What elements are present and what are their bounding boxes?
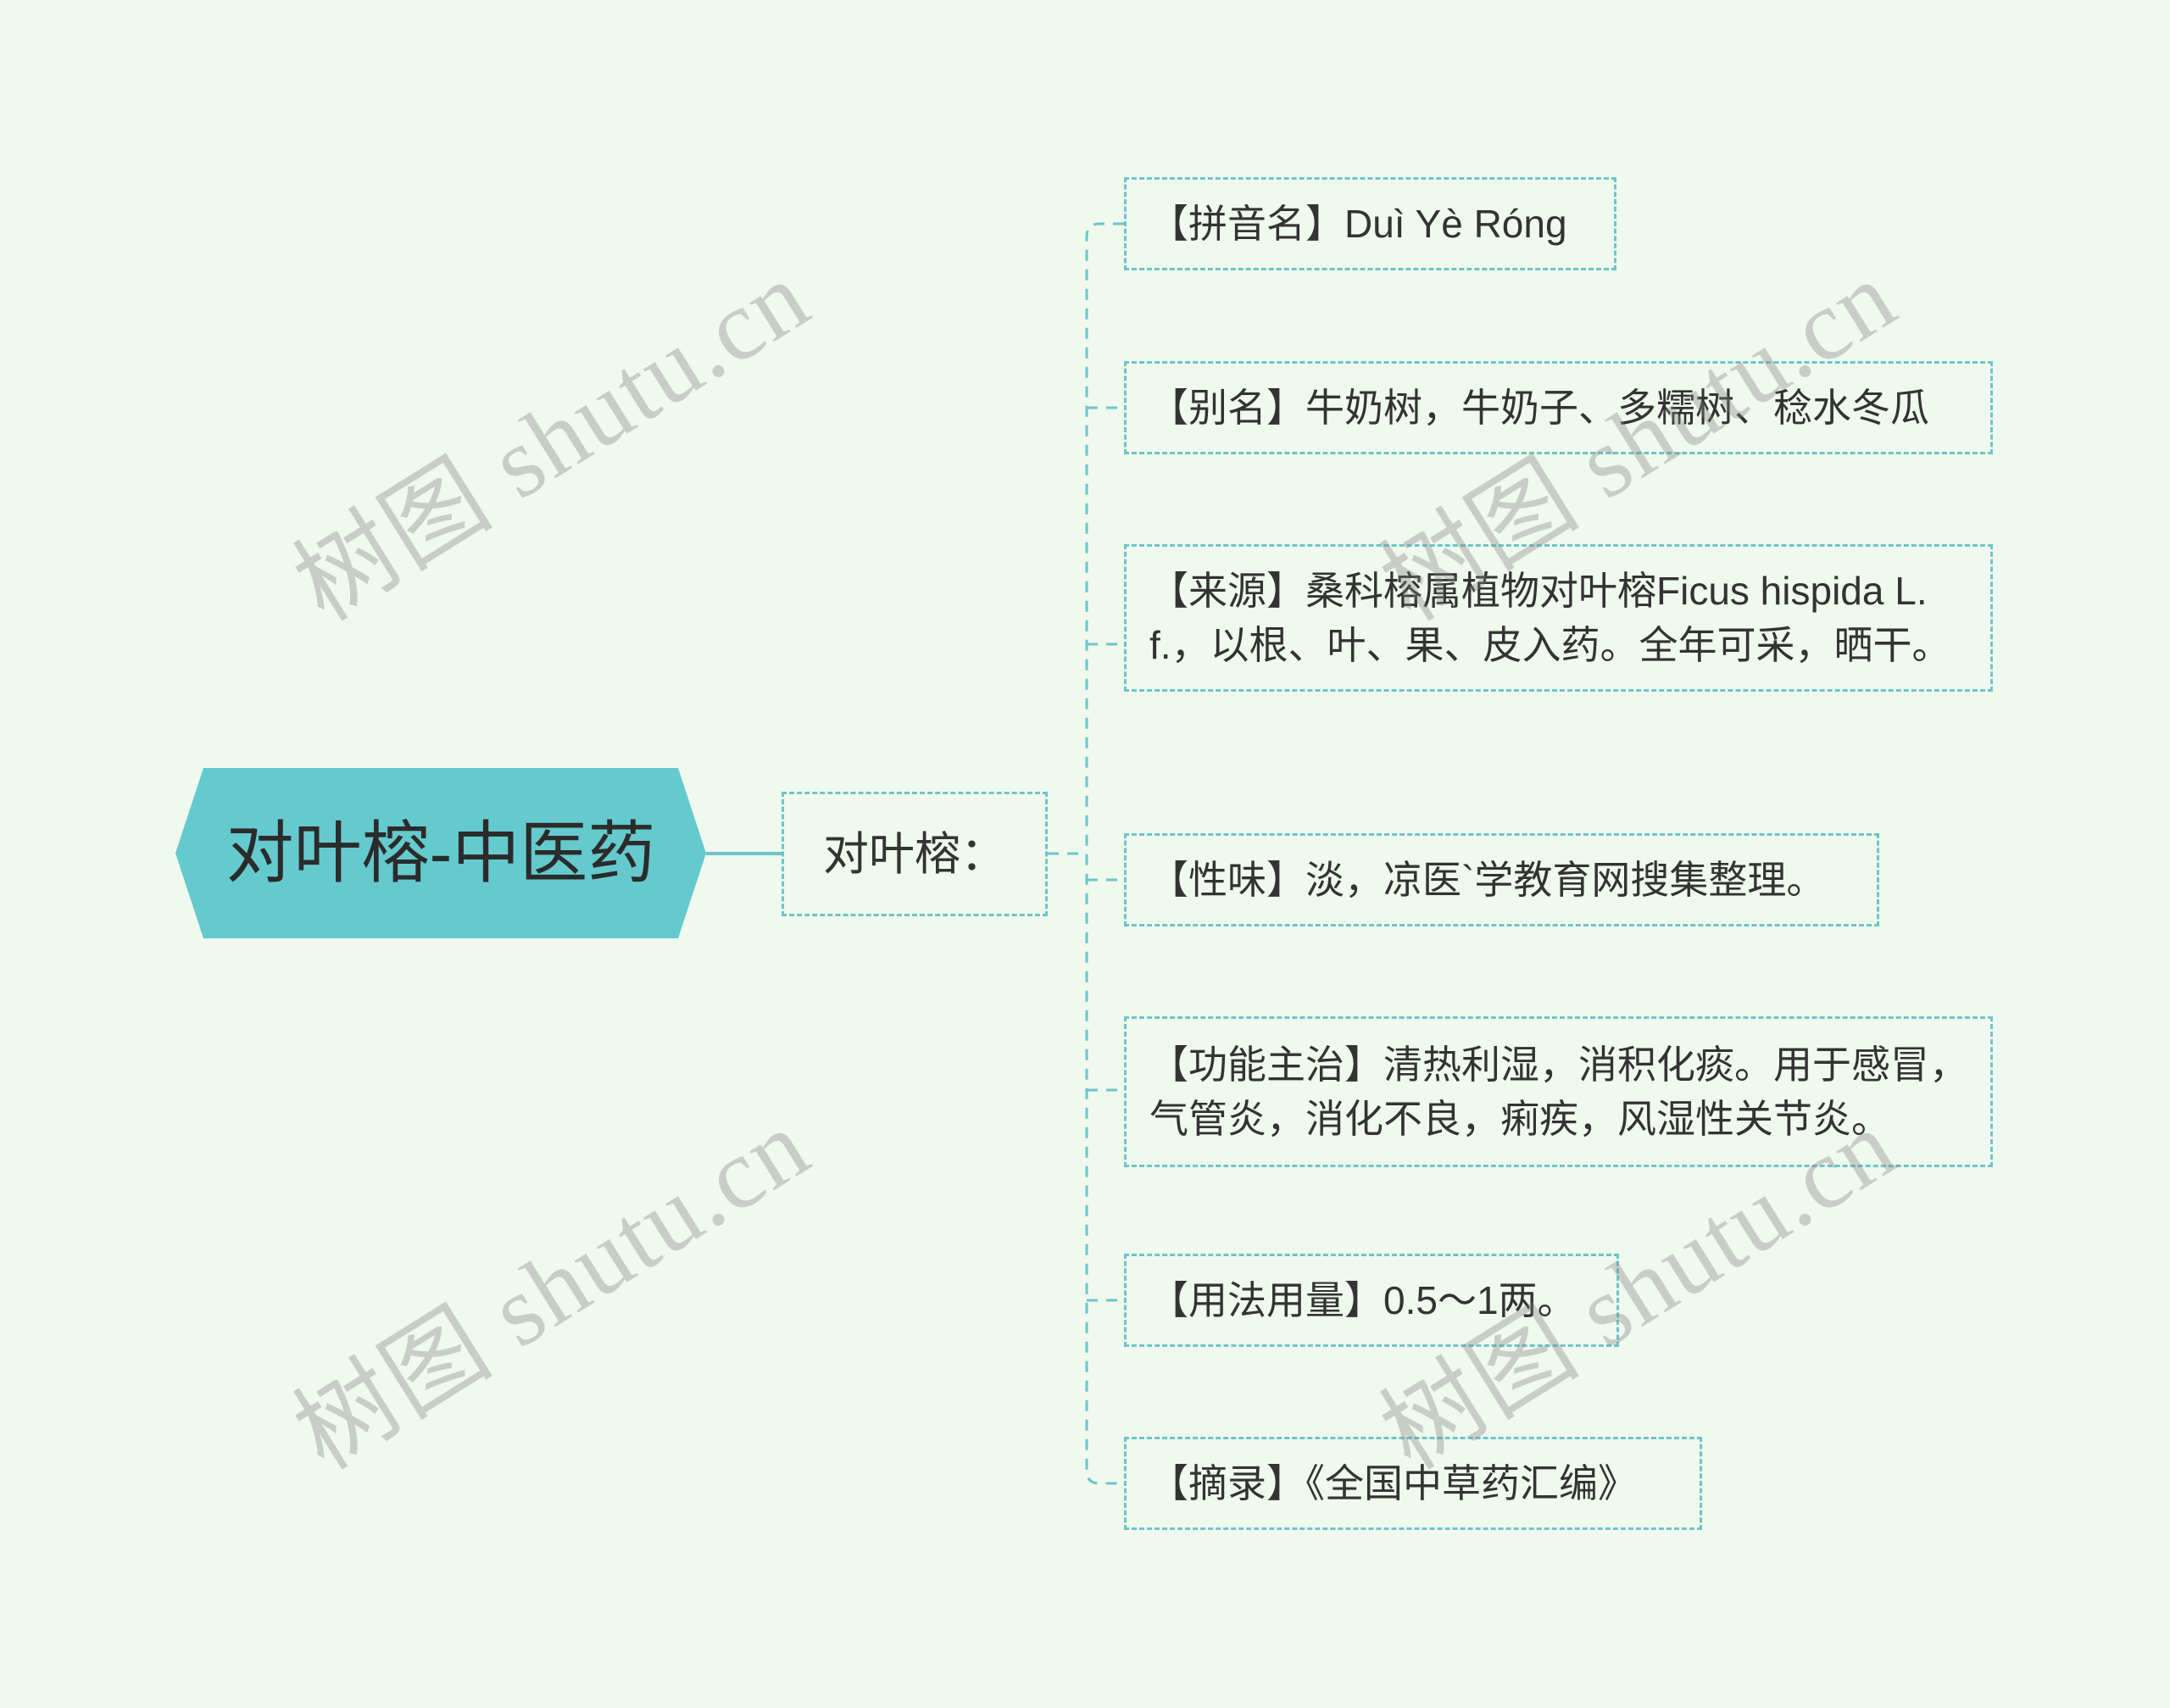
excerpt-node: 【摘录】《全国中草药汇编》 bbox=[1124, 1437, 1702, 1530]
root-topic-label: 对叶榕-中医药 bbox=[225, 815, 656, 891]
source-node: 【来源】桑科榕属植物对叶榕Ficus hispida L. f.，以根、叶、果、… bbox=[1124, 544, 1993, 692]
alias-node: 【别名】牛奶树，牛奶子、多糯树、稔水冬瓜 bbox=[1124, 361, 1993, 454]
node-label: 【来源】桑科榕属植物对叶榕Ficus hispida L. f.，以根、叶、果、… bbox=[1149, 569, 1951, 667]
node-label: 【性味】淡，凉医`学教育网搜集整理。 bbox=[1149, 858, 1826, 902]
node-label: 【摘录】《全国中草药汇编》 bbox=[1149, 1461, 1637, 1505]
usage-dosage-node: 【用法用量】0.5～1两。 bbox=[1124, 1254, 1619, 1347]
function-indication-node: 【功能主治】清热利湿，消积化痰。用于感冒，气管炎，消化不良，痢疾，风湿性关节炎。 bbox=[1124, 1016, 1993, 1167]
node-label: 【功能主治】清热利湿，消积化痰。用于感冒，气管炎，消化不良，痢疾，风湿性关节炎。 bbox=[1149, 1043, 1968, 1141]
branch-topic-label: 对叶榕： bbox=[823, 828, 1006, 880]
trunk-connector bbox=[1085, 222, 1124, 1485]
branch-topic: 对叶榕： bbox=[782, 792, 1048, 916]
nature-flavor-node: 【性味】淡，凉医`学教育网搜集整理。 bbox=[1124, 833, 1879, 926]
node-label: 【别名】牛奶树，牛奶子、多糯树、稔水冬瓜 bbox=[1149, 386, 1929, 430]
node-label: 【拼音名】Duì Yè Róng bbox=[1149, 202, 1567, 246]
node-label: 【用法用量】0.5～1两。 bbox=[1149, 1278, 1577, 1322]
root-topic: 对叶榕-中医药 bbox=[175, 768, 706, 938]
pinyin-name-node: 【拼音名】Duì Yè Róng bbox=[1124, 177, 1616, 270]
